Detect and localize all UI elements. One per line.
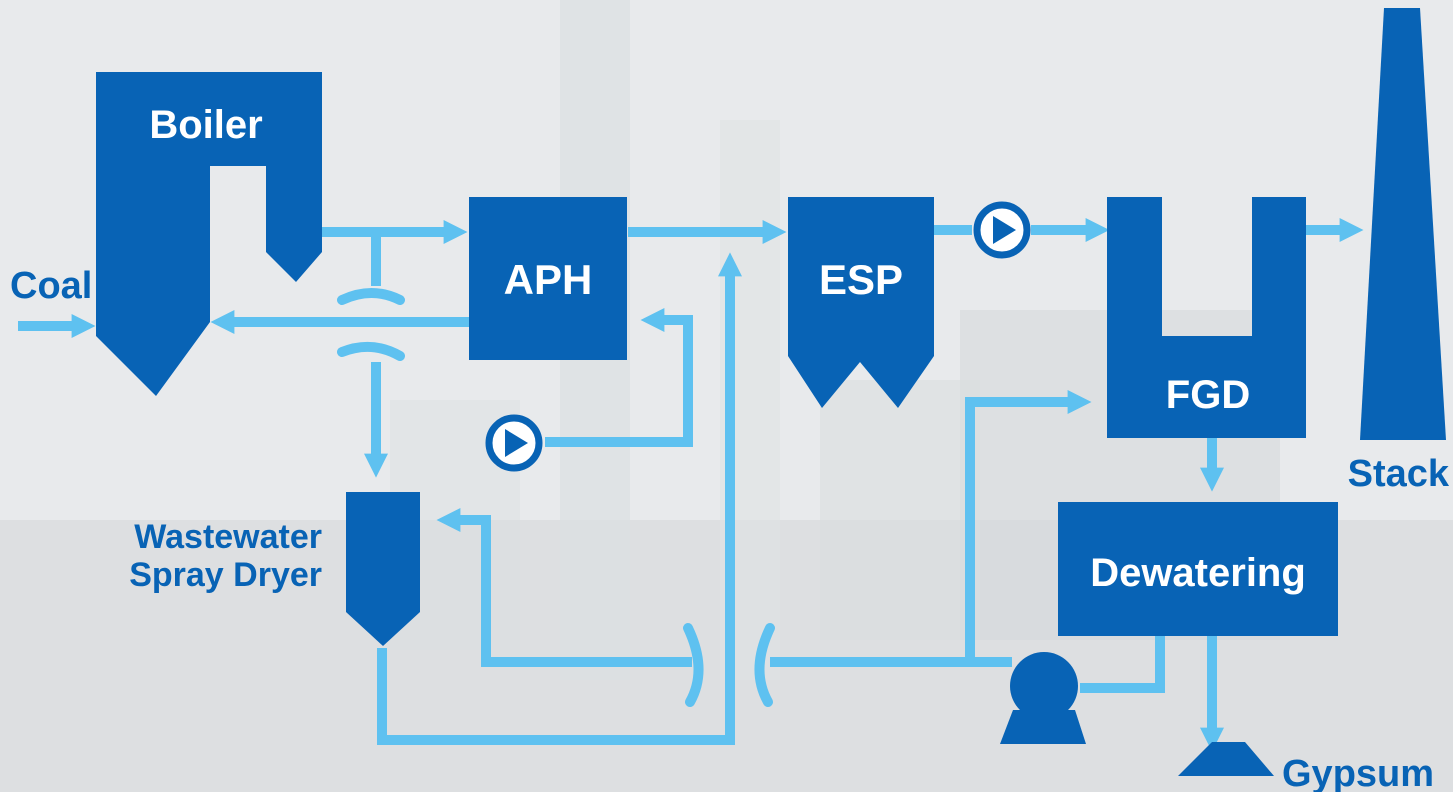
spray-dryer-label-line2: Spray Dryer [129,556,322,594]
jump-upper-left [337,288,405,305]
fgd-shape [1107,197,1306,438]
pump-icon [1000,652,1086,744]
crossover-jumps [337,288,775,707]
boiler-shape [96,72,322,396]
gypsum-pile-icon [1178,742,1274,776]
stack-icon [1360,8,1446,440]
fgd-label: FGD [1166,373,1250,417]
jump-bottom-right [683,623,704,707]
boiler-label: Boiler [149,103,262,147]
jump-lower-left [337,341,405,361]
spray-dryer-shape [346,492,420,646]
dewatering-label: Dewatering [1090,551,1306,595]
gypsum-label: Gypsum [1282,753,1434,792]
aph-box [469,197,627,360]
coal-label: Coal [10,265,92,307]
aph-label: APH [504,256,593,303]
stack-label: Stack [1348,453,1450,495]
flow-dewatering-to-pump [1080,636,1165,693]
fan-icon [485,414,543,472]
fan-icon [973,201,1031,259]
jump-bottom-left [754,623,775,707]
flow-airfan-to-aph [545,307,693,447]
esp-shape [788,197,934,408]
esp-label: ESP [819,256,903,303]
spray-dryer-label-line1: Wastewater [134,518,322,556]
flow-pump-to-fgd [965,389,1092,662]
flow-dryer-to-esp-inlet [377,252,743,745]
dewatering-box [1058,502,1338,636]
flow-return-to-dryer-left [436,507,692,667]
